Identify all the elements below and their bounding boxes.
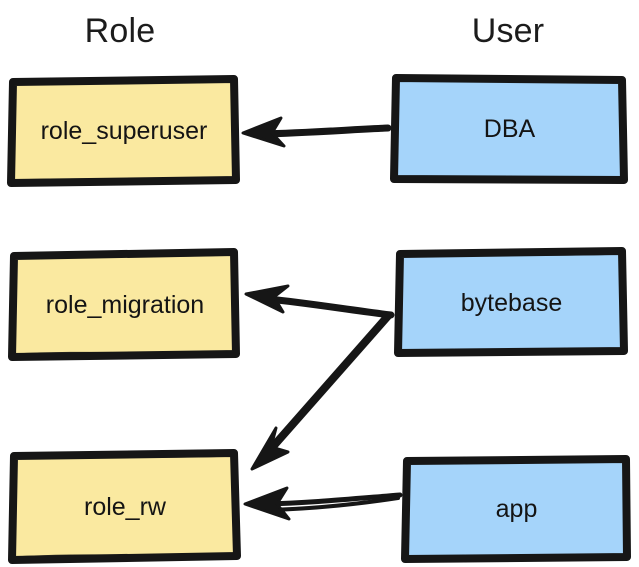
edge-shaft [258, 124, 392, 138]
node-label-app: app [495, 495, 538, 523]
arrowhead-icon [241, 116, 286, 148]
edge-bytebase-to-role_rw[interactable] [250, 312, 392, 471]
node-bytebase[interactable] [394, 247, 628, 357]
arrowhead-icon [250, 426, 290, 471]
edge-dba-to-role_superuser[interactable] [241, 116, 392, 148]
column-header-user: User [471, 12, 545, 50]
column-header-role: Role [84, 12, 156, 50]
edge-shaft-upper [263, 492, 403, 507]
node-label-role_migration: role_migration [45, 291, 205, 319]
node-role_rw-sketch-bottom [12, 552, 237, 560]
node-role_migration-sketch-top [14, 252, 234, 260]
node-dba[interactable] [390, 74, 628, 184]
node-role_migration-rect [8, 248, 240, 361]
node-role_superuser-sketch-bottom [11, 177, 236, 183]
node-role_superuser-sketch-top [13, 79, 234, 86]
edge-shaft [264, 295, 395, 319]
node-app-sketch-bottom [405, 554, 628, 560]
node-role_migration-sketch-bottom [12, 350, 236, 357]
node-dba-sketch-top [396, 77, 622, 82]
node-bytebase-sketch-bottom [398, 348, 624, 354]
node-role_migration[interactable] [8, 248, 240, 361]
node-app-sketch-top [407, 458, 626, 465]
node-role_superuser-rect [7, 75, 240, 187]
node-bytebase-sketch-top [400, 251, 622, 258]
edge-bytebase-to-role_migration[interactable] [244, 284, 395, 319]
node-role_superuser[interactable] [7, 75, 240, 187]
node-label-dba: DBA [483, 115, 536, 143]
node-role_rw[interactable] [8, 449, 241, 564]
node-label-role_rw: role_rw [84, 493, 166, 521]
edge-app-to-role_rw[interactable] [243, 486, 403, 521]
edge-shaft [266, 312, 392, 454]
node-label-role_superuser: role_superuser [40, 117, 208, 145]
node-dba-sketch-bottom [394, 176, 624, 181]
arrowhead-icon [244, 284, 290, 314]
node-role_rw-sketch-top [14, 453, 234, 460]
node-role_rw-rect [8, 449, 241, 564]
arrowhead-icon [243, 486, 291, 521]
node-label-bytebase: bytebase [460, 289, 563, 317]
node-bytebase-rect [394, 247, 628, 357]
node-app[interactable] [401, 455, 631, 563]
